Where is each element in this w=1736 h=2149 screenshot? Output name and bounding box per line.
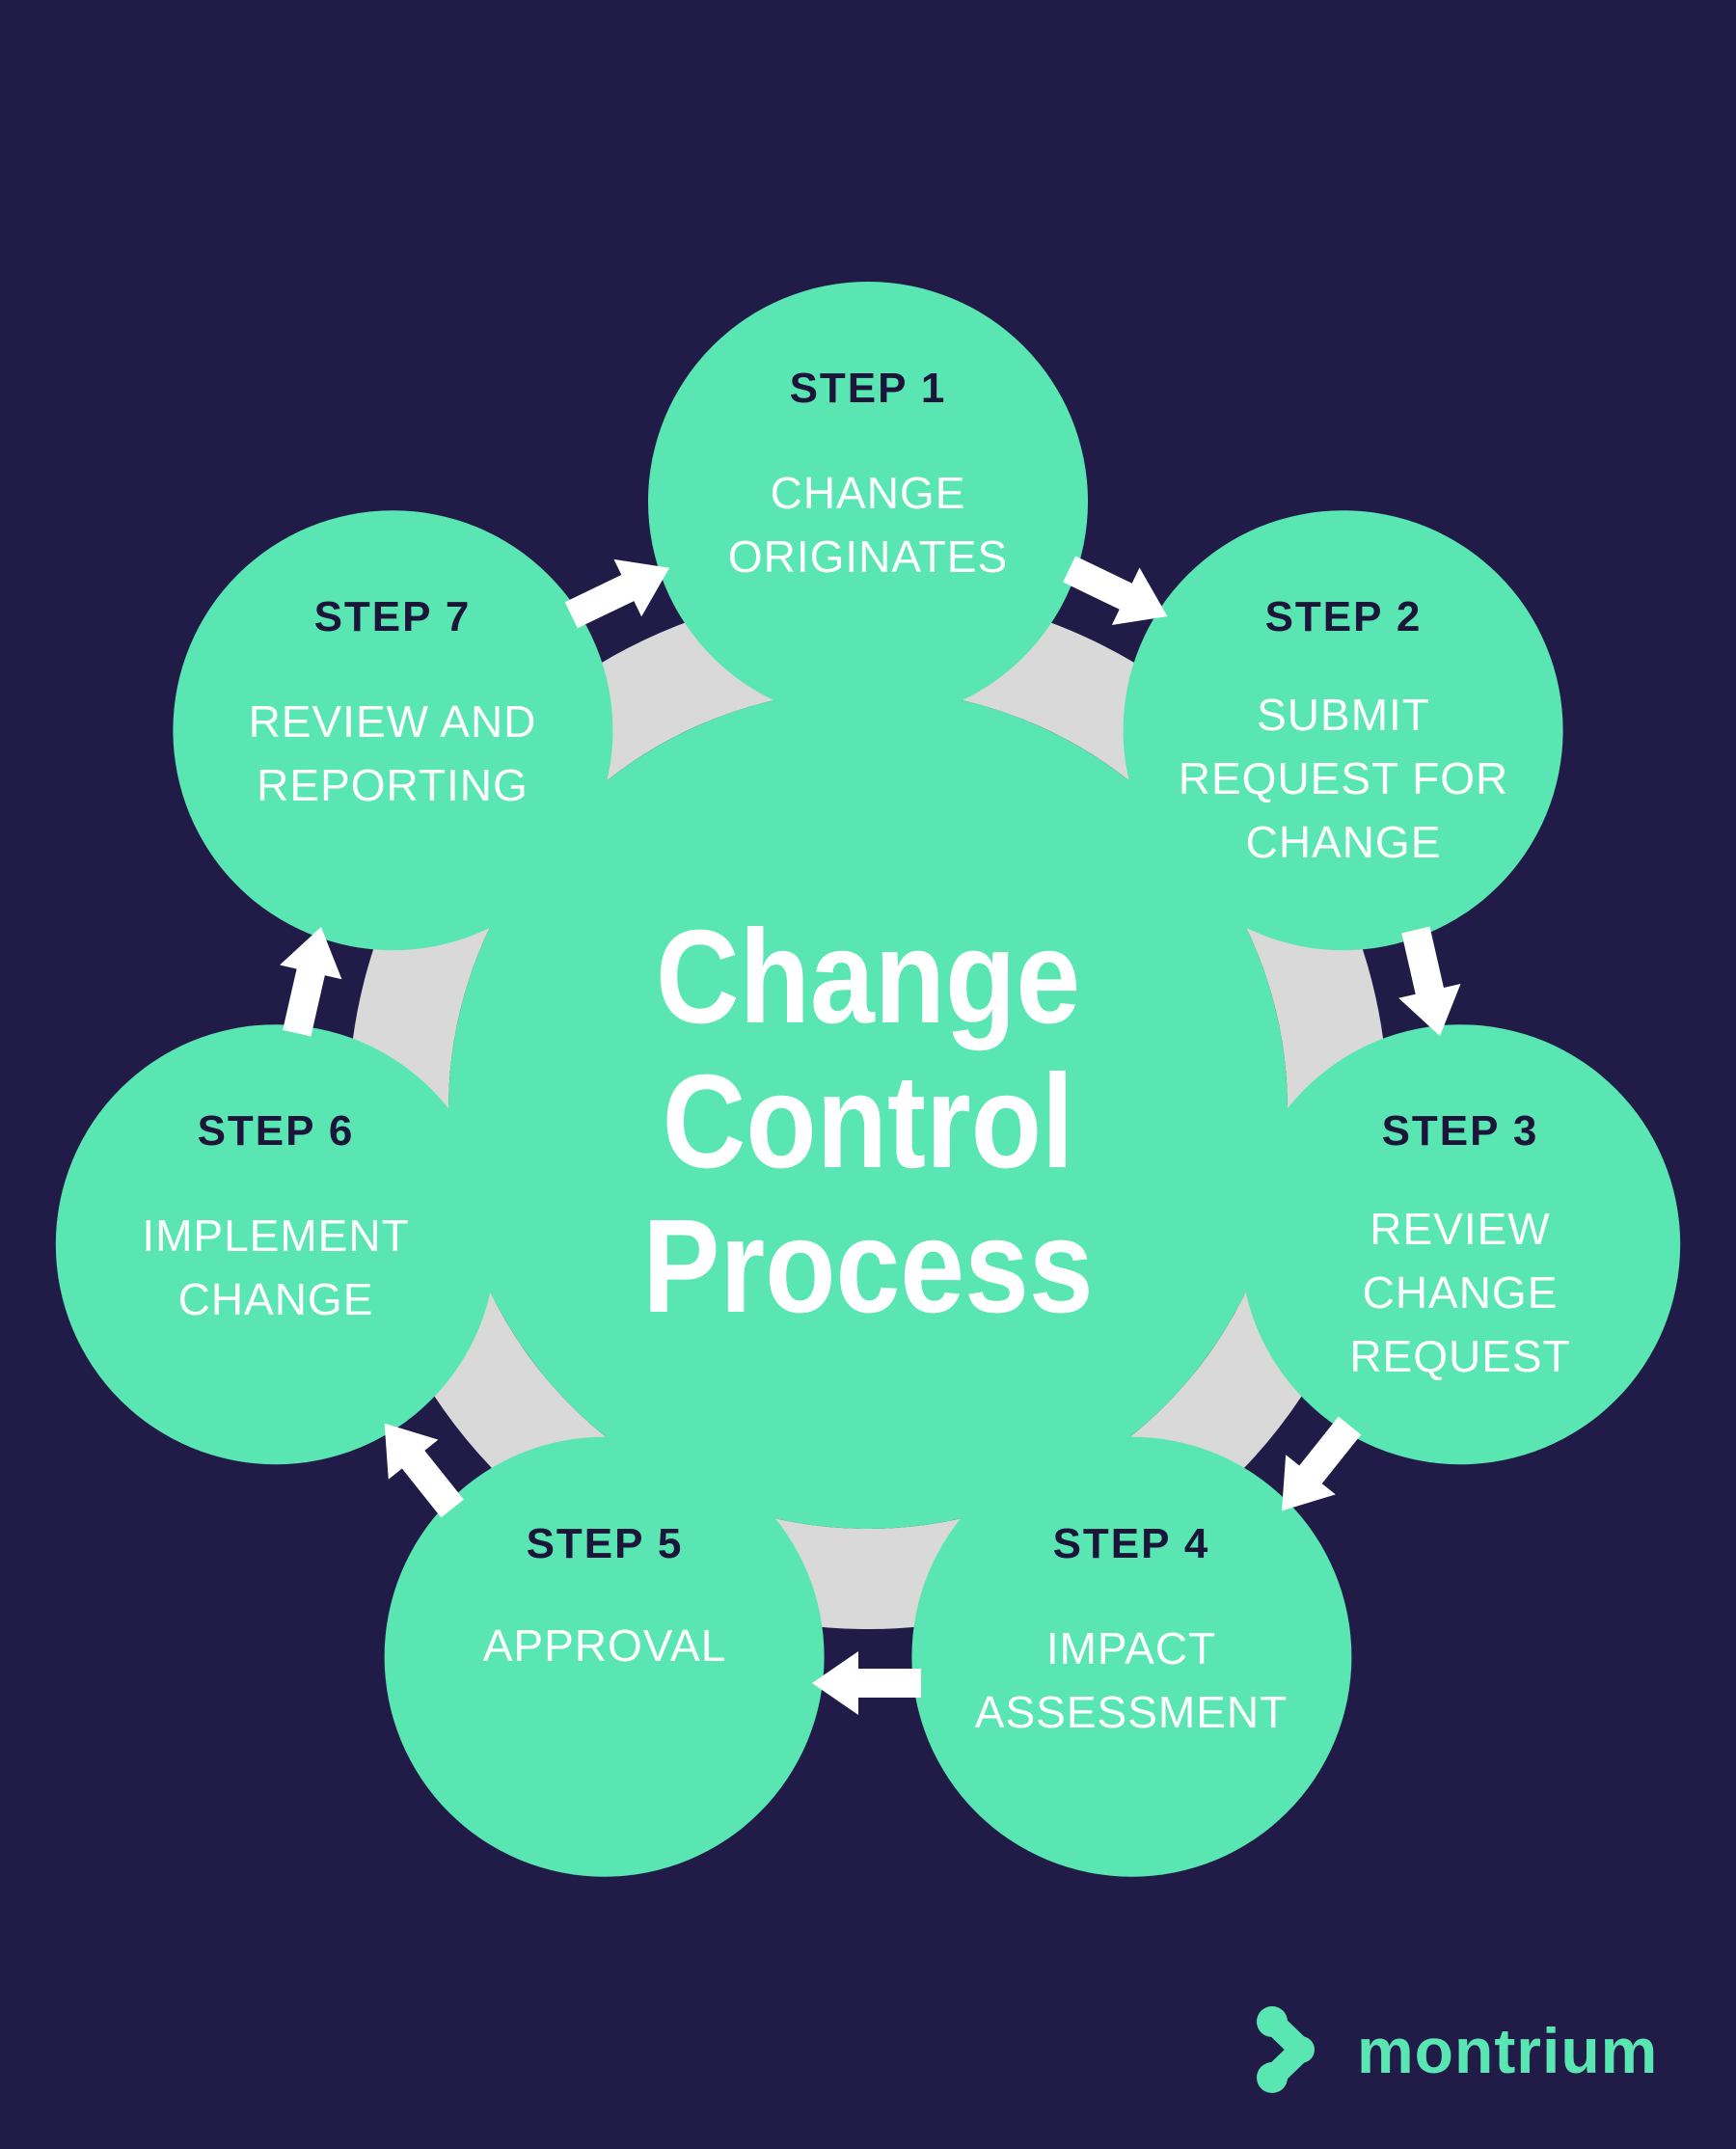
step-label: REVIEW CHANGE REQUEST [1221, 1197, 1699, 1388]
step-label-line: IMPACT [1045, 1623, 1217, 1673]
step-6-circle [55, 1024, 496, 1465]
step-number: STEP 2 [1264, 593, 1423, 640]
step-label-line: IMPLEMENT [142, 1211, 410, 1261]
step-1: STEP 1 CHANGE ORIGINATES [648, 282, 1088, 721]
step-label: SUBMIT REQUEST FOR CHANGE [1104, 683, 1583, 874]
step-label: APPROVAL [366, 1614, 844, 1677]
step-2-circle [1123, 510, 1563, 951]
step-number: STEP 4 [1052, 1520, 1210, 1567]
step-label-line: REVIEW [1370, 1204, 1551, 1254]
step-label-line: SUBMIT [1257, 690, 1430, 740]
step-2: STEP 2 SUBMIT REQUEST FOR CHANGE [1124, 510, 1563, 950]
step-number: STEP 6 [197, 1107, 355, 1155]
diagram-title: Change Control Process [491, 905, 1246, 1339]
step-4-circle [911, 1436, 1352, 1877]
step-label-line: APPROVAL [482, 1620, 727, 1671]
step-7: STEP 7 REVIEW AND REPORTING [173, 510, 612, 950]
step-label-line: CHANGE [1245, 817, 1442, 867]
step-number: STEP 3 [1381, 1107, 1539, 1155]
step-label-line: REPORTING [257, 760, 529, 810]
step-number: STEP 7 [313, 593, 472, 640]
step-label-line: CHANGE [770, 468, 966, 518]
step-3: STEP 3 REVIEW CHANGE REQUEST [1240, 1024, 1680, 1464]
diagram-title-line: Process [642, 1192, 1094, 1341]
logo-wordmark: montrium [1357, 2015, 1659, 2086]
step-5-circle [384, 1436, 825, 1877]
step-7-circle [173, 510, 613, 951]
step-label-line: CHANGE [1362, 1267, 1559, 1318]
step-1-circle [648, 282, 1088, 721]
step-label-line: REVIEW AND [248, 696, 537, 747]
step-5: STEP 5 APPROVAL [385, 1437, 825, 1877]
diagram-title-line: Change [655, 903, 1081, 1051]
step-label: REVIEW AND REPORTING [153, 690, 632, 817]
step-label-line: ORIGINATES [727, 531, 1009, 582]
step-label-line: REQUEST [1349, 1331, 1571, 1381]
montrium-logo: montrium [1257, 1999, 1658, 2103]
step-4: STEP 4 IMPACT ASSESSMENT [911, 1437, 1351, 1877]
step-label: IMPACT ASSESSMENT [892, 1617, 1370, 1744]
step-label: CHANGE ORIGINATES [629, 461, 1107, 588]
step-6: STEP 6 IMPLEMENT CHANGE [56, 1024, 496, 1464]
step-label-line: ASSESSMENT [974, 1687, 1288, 1737]
step-number: STEP 1 [789, 365, 947, 412]
step-number: STEP 5 [526, 1520, 684, 1567]
diagram-title-line: Control [662, 1047, 1074, 1196]
center-circle [448, 690, 1288, 1529]
montrium-mark-icon [1257, 2006, 1315, 2093]
step-label-line: REQUEST FOR [1178, 753, 1509, 803]
step-label: IMPLEMENT CHANGE [37, 1204, 515, 1331]
step-label-line: CHANGE [177, 1274, 374, 1324]
step-3-circle [1240, 1024, 1681, 1465]
